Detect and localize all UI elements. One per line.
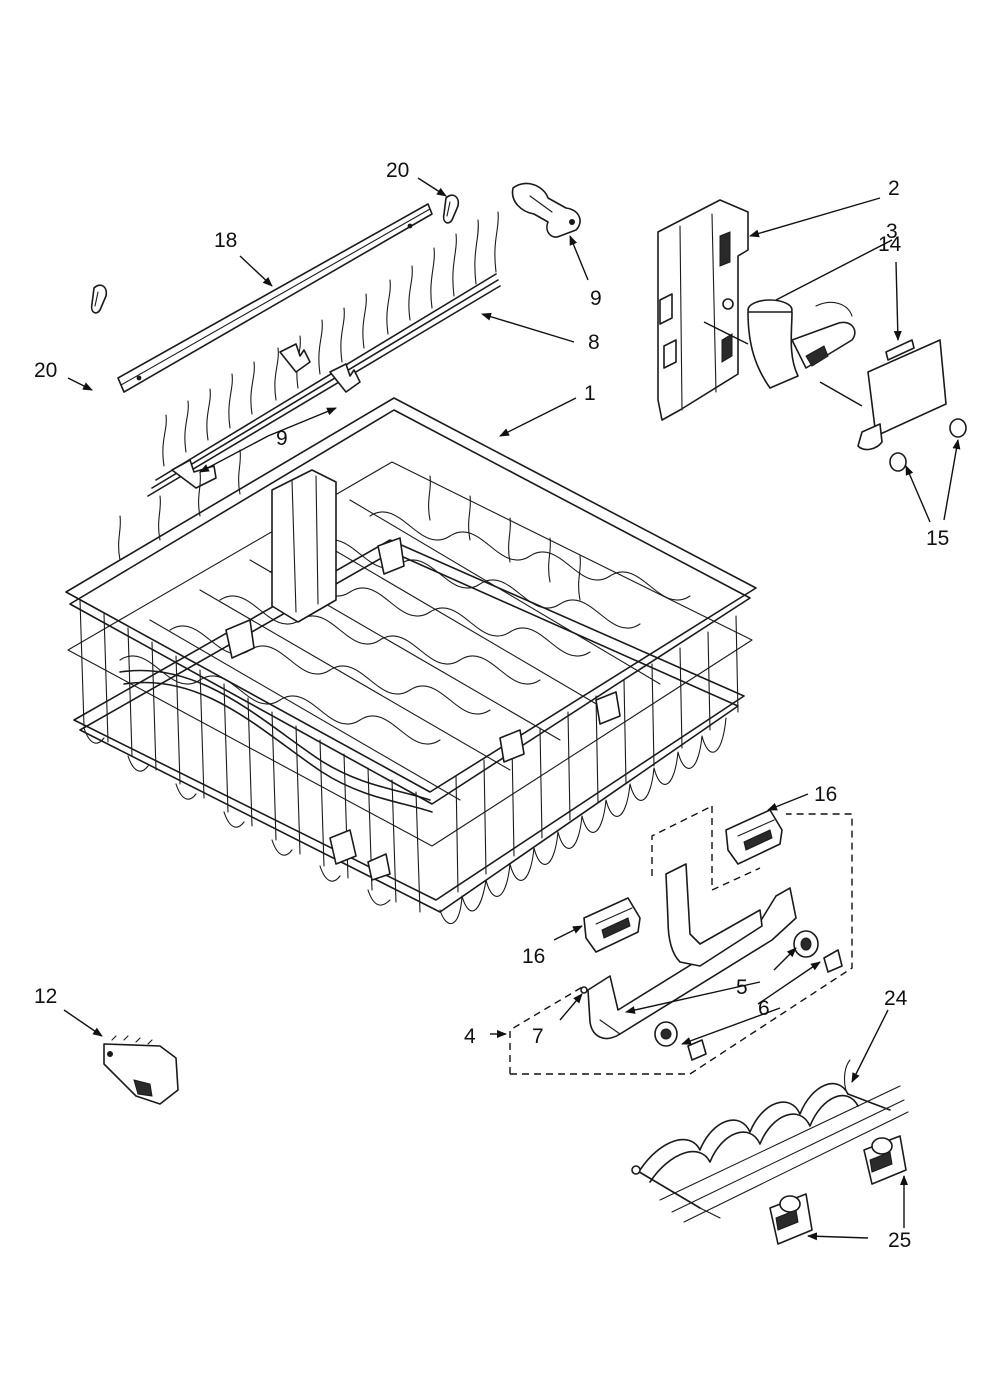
tine-clip-9-top <box>511 182 581 238</box>
axle-6 <box>687 949 843 1061</box>
fold-down-tines-8 <box>147 211 501 497</box>
rail-clip-20-left <box>90 284 108 314</box>
callout-16-lower: 16 <box>522 945 546 968</box>
shelf-clips-25 <box>769 1135 907 1245</box>
callout-6: 6 <box>758 997 770 1020</box>
callout-20-left: 20 <box>34 359 58 382</box>
callout-7: 7 <box>532 1025 544 1048</box>
rail-clip-20-top <box>442 194 460 224</box>
wheel-5 <box>654 930 819 1047</box>
upper-dishrack-1 <box>65 397 757 925</box>
cover-14 <box>857 339 947 451</box>
elbow-connector-3 <box>747 299 856 389</box>
callout-14: 14 <box>878 233 902 256</box>
callout-15: 15 <box>926 527 950 550</box>
callout-5: 5 <box>736 976 748 999</box>
callout-20-top: 20 <box>386 159 410 182</box>
callout-12: 12 <box>34 985 58 1008</box>
callout-9-left: 9 <box>276 427 288 450</box>
callout-1: 1 <box>584 382 596 405</box>
callout-8: 8 <box>588 331 600 354</box>
water-manifold-2 <box>657 199 749 421</box>
callout-3: 3 <box>886 220 898 243</box>
clip-16-lower <box>583 897 641 953</box>
callout-24: 24 <box>884 987 908 1010</box>
callout-4: 4 <box>464 1025 476 1048</box>
callout-18: 18 <box>214 229 238 252</box>
screw-7 <box>580 986 588 994</box>
callout-2: 2 <box>888 177 900 200</box>
clip-16-upper <box>725 809 783 865</box>
callout-9-top: 9 <box>590 287 602 310</box>
callout-25: 25 <box>888 1229 912 1252</box>
bracket-12 <box>103 1035 179 1105</box>
adjuster-assembly-4 <box>509 805 853 1075</box>
plugs-15 <box>889 418 967 472</box>
cup-shelf-24 <box>631 1059 909 1223</box>
callout-16-upper: 16 <box>814 783 838 806</box>
rack-rail-18 <box>117 203 433 393</box>
leader-lines <box>63 177 961 1241</box>
